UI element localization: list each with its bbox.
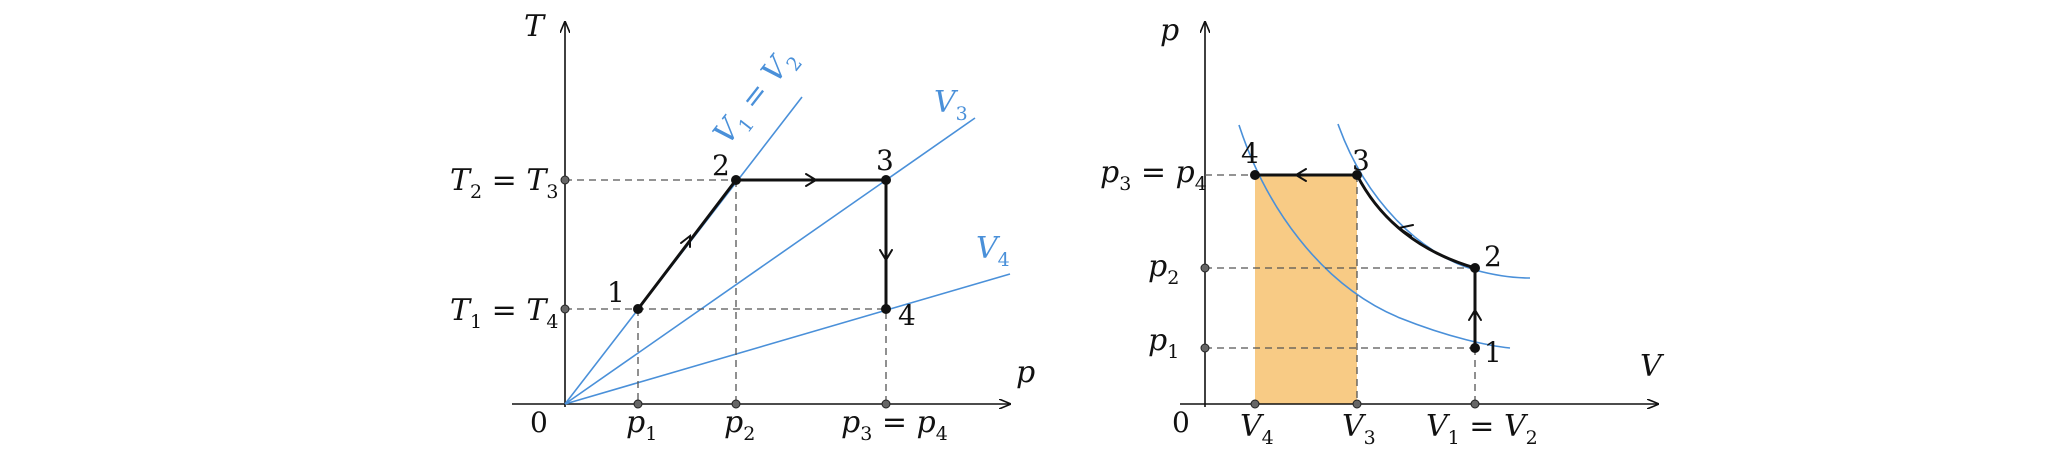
tick-dot-p1-v (1200, 343, 1210, 353)
label-v4: V4 (1240, 409, 1274, 449)
point-label-3-v: 3 (1352, 144, 1370, 177)
tick-dot-t2 (560, 175, 570, 185)
state-point-4 (881, 304, 891, 314)
point-label-4: 4 (898, 299, 916, 332)
tick-dot-v4 (1250, 399, 1260, 409)
left-origin-label: 0 (530, 406, 548, 439)
isochore-v3 (564, 117, 976, 405)
point-label-1-v: 1 (1484, 336, 1502, 369)
isoline-label-v4: V4 (976, 231, 1010, 271)
right-origin-label: 0 (1172, 406, 1190, 439)
arrow-1-2-v (1468, 308, 1482, 321)
point-label-2-v: 2 (1484, 240, 1502, 273)
tick-dot-p2 (731, 399, 741, 409)
arrow-2-3 (805, 173, 818, 187)
state-point-3 (881, 175, 891, 185)
process-2-3-v (1355, 173, 1477, 270)
label-v1-v2: V1 = V2 (1426, 409, 1538, 449)
label-p2: p2 (724, 405, 755, 445)
state-point-2-v (1470, 263, 1480, 273)
isoline-label-v3: V3 (934, 85, 968, 125)
state-point-1-v (1470, 343, 1480, 353)
label-p3-p4-v: p3 = p4 (1100, 155, 1207, 195)
left-diagram: T p 0 T2 = T3 T1 = T4 p1 p2 p3 = p4 V1 =… (450, 9, 1035, 445)
tick-dot-v1 (1470, 399, 1480, 409)
isochore-v4 (564, 273, 1011, 405)
label-t1-t4: T1 = T4 (450, 293, 558, 333)
state-point-1 (633, 304, 643, 314)
arrow-3-4 (879, 249, 893, 262)
point-label-4-v: 4 (1241, 137, 1259, 170)
arrow-2-3-v (1396, 224, 1414, 237)
point-label-2: 2 (712, 149, 730, 182)
label-p1: p1 (626, 405, 657, 445)
process-1-2 (636, 178, 738, 311)
right-diagram: p V 0 p3 = p4 p2 p1 V4 V3 V1 = V2 1 2 3 … (1100, 13, 1665, 449)
right-x-axis-label: V (1640, 349, 1665, 384)
point-label-1: 1 (607, 276, 625, 309)
work-area (1255, 175, 1357, 404)
tick-dot-t1 (560, 304, 570, 314)
arrow-1-2 (680, 233, 691, 248)
state-point-4-v (1250, 170, 1260, 180)
isotherm-t1-t4 (1238, 124, 1511, 349)
label-t2-t3: T2 = T3 (450, 163, 558, 203)
left-y-axis-label: T (524, 9, 546, 44)
state-point-3-v (1352, 170, 1362, 180)
tick-dot-p1 (633, 399, 643, 409)
state-point-2 (731, 175, 741, 185)
label-p1-v: p1 (1148, 323, 1179, 363)
left-x-axis-label: p (1016, 355, 1035, 390)
point-label-3: 3 (876, 144, 894, 177)
tick-dot-p2-v (1200, 263, 1210, 273)
label-p3-p4: p3 = p4 (841, 405, 948, 445)
label-p2-v: p2 (1148, 249, 1179, 289)
tick-dot-p3 (881, 399, 891, 409)
tick-dot-v3 (1352, 399, 1362, 409)
label-v3: V3 (1342, 409, 1376, 449)
isoline-label-v1-v2: V1 = V2 (707, 41, 807, 154)
right-y-axis-label: p (1160, 13, 1179, 48)
arrow-3-4-v (1294, 168, 1307, 182)
